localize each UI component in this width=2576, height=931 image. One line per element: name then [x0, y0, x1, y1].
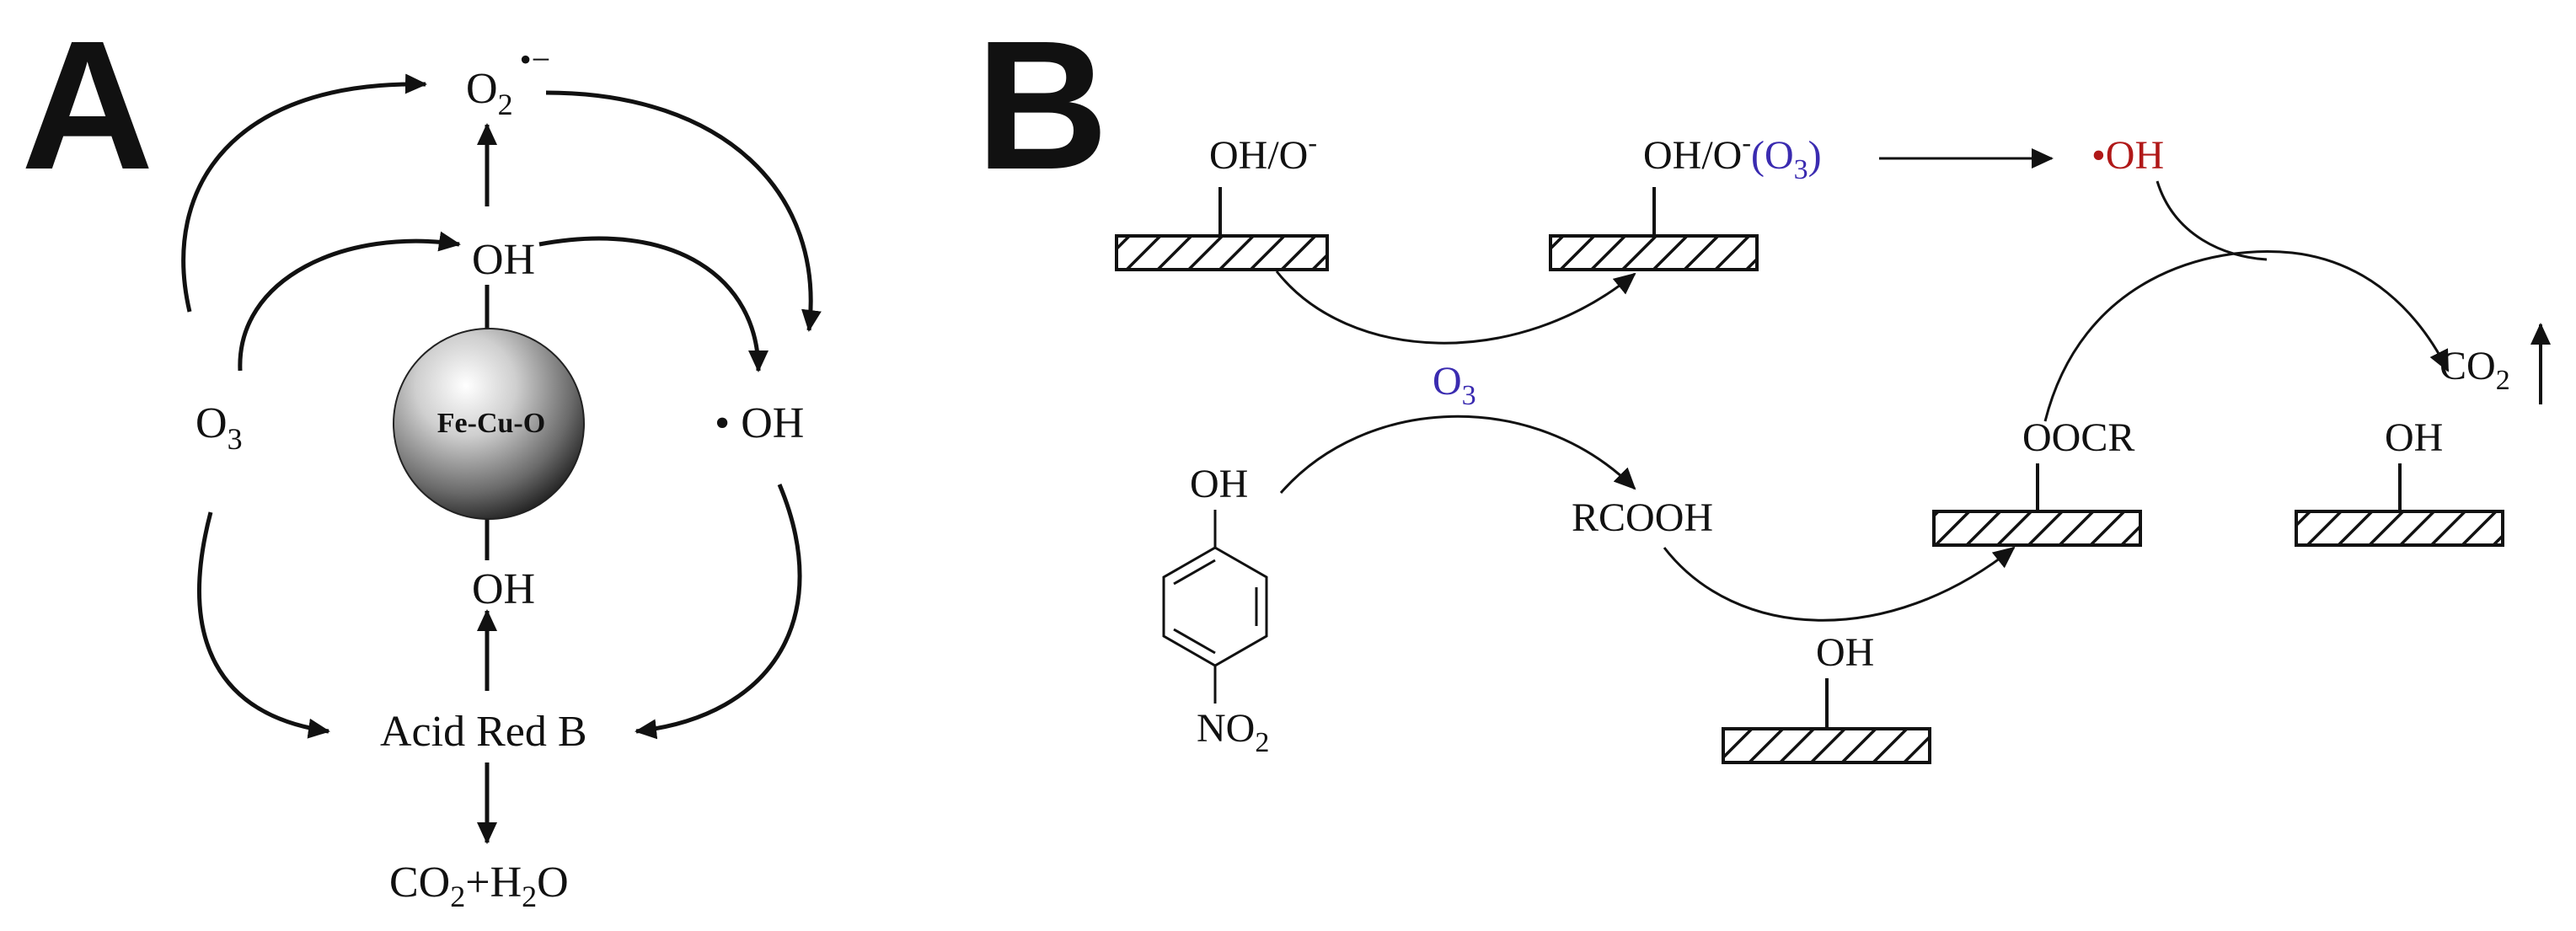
nitro-label: NO2 — [1197, 706, 1269, 758]
panel-b: B OH/O- OH/O-(O3) •OH O3 OH NO2 RCOOH — [976, 3, 2551, 764]
ozone-label: O3 — [195, 399, 243, 456]
co2-release-label: CO2 — [2439, 344, 2510, 396]
radical-merge-line — [2156, 180, 2268, 261]
acid-red-b-label: Acid Red B — [380, 708, 587, 756]
panel-a-label: A — [21, 3, 153, 208]
arrow-surface1-to-surface2 — [1275, 270, 1636, 345]
catalyst-surface-2 — [1549, 234, 1759, 271]
arrow-oocr-to-oh — [2043, 250, 2450, 422]
surface2-label: OH/O-(O3) — [1643, 127, 1822, 185]
particle-label: Fe-Cu-O — [437, 408, 545, 439]
products-label: CO2+H2O — [389, 859, 569, 913]
hydroxyl-radical-label: • OH — [715, 399, 804, 447]
catalyst-surface-oocr — [1932, 510, 2142, 547]
benzene-ring — [1162, 546, 1268, 667]
arrow-oh-to-radical — [538, 236, 769, 372]
superoxide-label: O2•− — [466, 40, 550, 121]
arrow-rcooh-to-oocr — [1663, 546, 2016, 622]
hydroxyl-top-label: OH — [472, 236, 535, 284]
catalyst-surface-1 — [1115, 234, 1329, 271]
catalyst-surface-bottom — [1722, 727, 1931, 764]
phenol-oh-label: OH — [1190, 462, 1248, 506]
arrow-superoxide-to-radical — [545, 90, 822, 332]
ring-double-bond-2 — [1173, 628, 1216, 655]
oocr-label: OOCR — [2022, 415, 2134, 460]
surface-right-oh-label: OH — [2385, 415, 2443, 460]
arrow-phenol-to-rcooh — [1279, 415, 1636, 494]
hydroxyl-bottom-label: OH — [472, 565, 535, 613]
panel-a: A O2•− OH Fe-Cu-O O3 • OH OH Acid Red B … — [21, 3, 822, 913]
arrow-ozone-to-oh — [238, 231, 461, 372]
surface1-label: OH/O- — [1209, 127, 1317, 178]
catalyst-surface-right — [2295, 510, 2504, 547]
hydroxyl-radical-label: •OH — [2091, 133, 2164, 178]
fe-cu-o-particle — [393, 328, 585, 520]
rcooh-label: RCOOH — [1572, 495, 1713, 540]
ring-double-bond-3 — [1173, 559, 1216, 586]
ozone-mid-label: O3 — [1433, 359, 1476, 411]
panel-b-label: B — [976, 3, 1108, 208]
surface-bottom-oh-label: OH — [1816, 630, 1874, 675]
arrow-ozone-to-acid — [197, 511, 330, 739]
arrow-radical-to-acid — [635, 484, 802, 740]
arrow-ozone-to-superoxide — [181, 73, 427, 313]
